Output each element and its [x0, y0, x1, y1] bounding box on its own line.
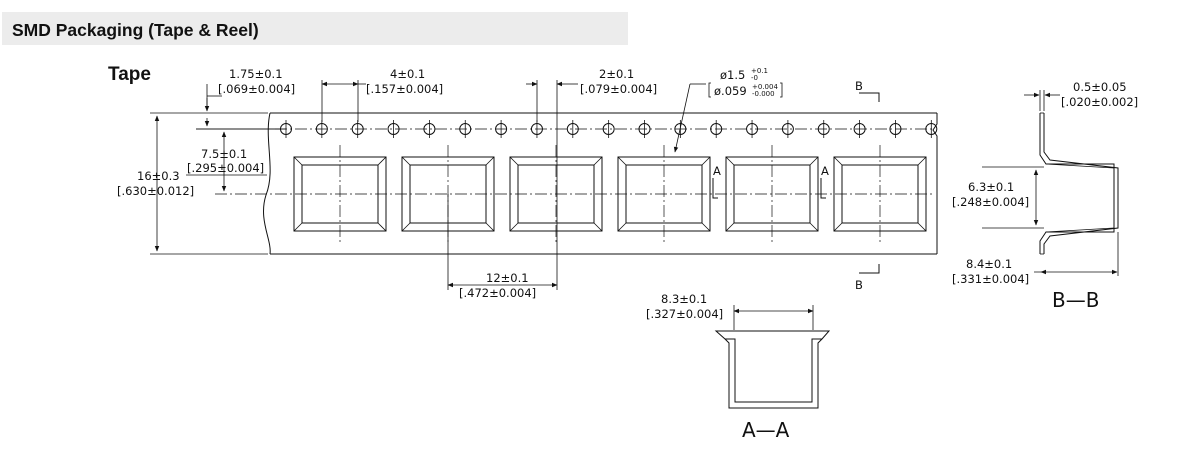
section-label-b: B [855, 79, 863, 93]
dim-label: 7.5±0.1 [201, 147, 247, 161]
header-bar [2, 12, 628, 45]
sprocket-hole [459, 120, 472, 138]
sprocket-hole [530, 120, 543, 138]
sprocket-hole [746, 120, 759, 138]
dim-label: 12±0.1 [486, 271, 529, 285]
pocket [509, 145, 603, 244]
sprocket-hole [387, 120, 400, 138]
dim-label: 1.75±0.1 [229, 67, 283, 81]
dim-7.5: 7.5±0.1 [.295±0.004] [186, 128, 280, 192]
dim-label: 0.5±0.05 [1073, 80, 1127, 94]
sprocket-hole [495, 120, 508, 138]
pocket [293, 145, 387, 244]
hole-tol-in-plus: +0.004 [752, 83, 778, 91]
sprocket-hole [602, 120, 615, 138]
hole-dia-mm: ø1.5 [720, 68, 745, 82]
sprocket-hole [315, 120, 328, 138]
dim-2: 2±0.1 [.079±0.004] [526, 67, 657, 194]
dim-label: [.069±0.004] [218, 82, 295, 96]
dim-label: [.630±0.012] [117, 184, 194, 198]
pocket [725, 145, 819, 244]
dim-label: [.020±0.002] [1061, 95, 1138, 109]
dim-hole-diameter: ø1.5 +0.1 -0 ø.059 +0.004 -0.000 [673, 67, 783, 153]
sprocket-hole [853, 120, 866, 138]
section-title-aa: A—A [742, 418, 790, 442]
dim-label: 6.3±0.1 [968, 180, 1014, 194]
dim-12: 12±0.1 [.472±0.004] [447, 194, 558, 300]
pocket [833, 145, 927, 244]
section-label-a: A [713, 164, 721, 178]
sprocket-hole [423, 120, 436, 138]
dim-label: 4±0.1 [390, 67, 425, 81]
dim-4: 4±0.1 [.157±0.004] [321, 67, 443, 122]
dim-label: [.079±0.004] [580, 82, 657, 96]
section-label-a: A [821, 164, 829, 178]
section-a-marks: A A [712, 164, 829, 199]
section-label-b: B [855, 278, 863, 292]
dim-label: 8.4±0.1 [966, 257, 1012, 271]
section-b-marks: B B [855, 79, 880, 292]
dim-label: 2±0.1 [599, 67, 634, 81]
sprocket-hole [710, 120, 723, 138]
section-title-bb: B—B [1052, 288, 1099, 312]
dim-16: 16±0.3 [.630±0.012] [117, 112, 268, 255]
sprocket-hole [638, 120, 651, 138]
tape-heading: Tape [108, 64, 151, 85]
page-title: SMD Packaging (Tape & Reel) [12, 20, 259, 40]
dim-label: [.331±0.004] [952, 272, 1029, 286]
hole-dia-in: ø.059 [714, 84, 747, 98]
sprocket-hole [781, 120, 794, 138]
dim-label: [.472±0.004] [459, 286, 536, 300]
dim-1.75: 1.75±0.1 [.069±0.004] [196, 67, 295, 130]
dim-label: 8.3±0.1 [661, 292, 707, 306]
dim-label: [.157±0.004] [366, 82, 443, 96]
sprocket-hole [566, 120, 579, 138]
sprocket-hole [817, 120, 830, 138]
sprocket-hole [925, 120, 938, 138]
hole-tol-plus: +0.1 [751, 67, 768, 75]
hole-tol-minus: -0 [751, 74, 758, 82]
dim-label: 16±0.3 [137, 169, 180, 183]
dim-label: [.327±0.004] [646, 307, 723, 321]
dim-label: [.295±0.004] [187, 161, 264, 175]
section-a-a: 8.3±0.1 [.327±0.004] A—A [646, 292, 831, 442]
tape-strip [215, 112, 938, 255]
sprocket-hole [889, 120, 902, 138]
pockets [293, 145, 927, 244]
dim-label: [.248±0.004] [952, 195, 1029, 209]
hole-tol-in-minus: -0.000 [752, 90, 775, 98]
section-b-b: 0.5±0.05 [.020±0.002] 6.3±0.1 [.248±0.00… [952, 80, 1138, 312]
sprocket-hole [351, 120, 364, 138]
pocket [617, 145, 711, 244]
